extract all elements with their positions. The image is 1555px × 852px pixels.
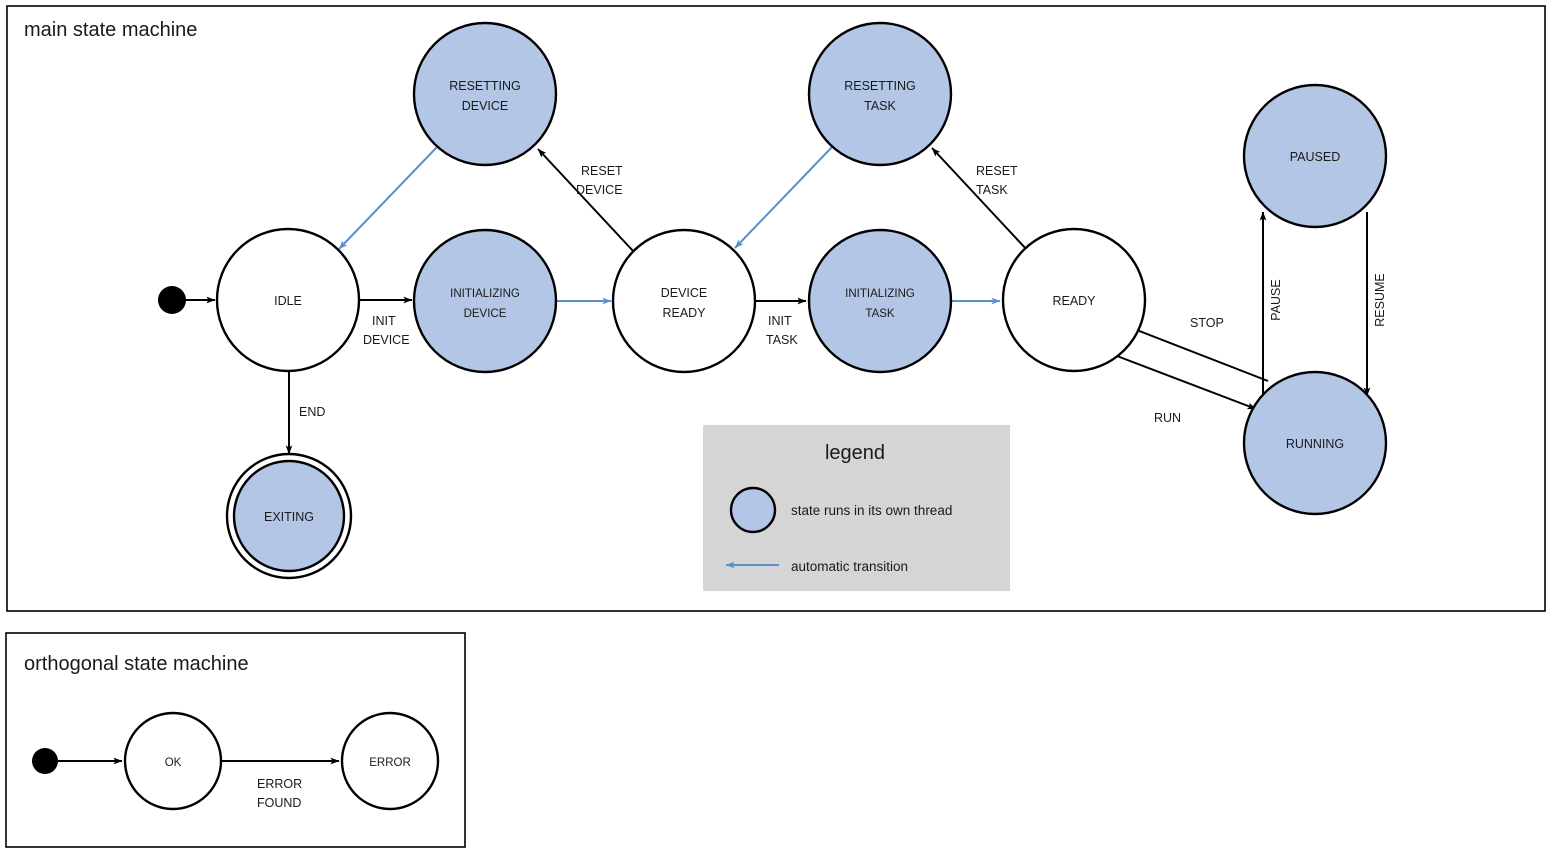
state-resetting-task-shape[interactable] — [807, 21, 953, 167]
orthogonal-state-machine-frame: orthogonal state machine OK ERROR FOUND … — [5, 632, 466, 848]
transition-resetting-device-idle — [338, 146, 438, 250]
state-device-ready-label-l1: DEVICE — [661, 286, 708, 300]
transition-resetting-task-initializing-task — [734, 146, 833, 249]
legend-item-auto-transition-label: automatic transition — [791, 559, 908, 574]
main-state-machine-frame: main state machine — [6, 5, 1546, 612]
legend: legend state runs in its own thread auto… — [703, 425, 1010, 591]
state-resetting-device[interactable]: RESETTING DEVICE — [412, 21, 558, 167]
state-ready-label: READY — [1052, 294, 1096, 308]
transition-label-run: RUN — [1154, 411, 1181, 425]
state-exiting-shape[interactable] — [232, 459, 346, 573]
transition-label-init-device-l2: DEVICE — [363, 333, 410, 347]
state-error-label: ERROR — [369, 757, 411, 769]
state-ready[interactable]: READY — [1001, 227, 1147, 373]
state-error[interactable]: ERROR — [340, 711, 440, 811]
state-exiting-outer-ring — [225, 452, 353, 580]
state-device-ready[interactable]: DEVICE READY — [611, 228, 757, 374]
state-paused[interactable]: PAUSED — [1242, 83, 1388, 229]
state-idle-label: IDLE — [274, 294, 302, 308]
state-exiting-label: EXITING — [264, 510, 314, 524]
transition-label-reset-task-l1: RESET — [976, 164, 1018, 178]
state-idle-shape[interactable] — [215, 227, 361, 373]
state-resetting-device-label-l2: DEVICE — [462, 99, 509, 113]
state-initializing-device-label-l1: INITIALIZING — [450, 288, 520, 300]
state-initializing-task[interactable]: INITIALIZING TASK — [807, 228, 953, 374]
transition-label-reset-device-l2: DEVICE — [576, 183, 623, 197]
state-resetting-task[interactable]: RESETTING TASK — [807, 21, 953, 167]
main-frame-border — [6, 5, 1546, 612]
state-ok[interactable]: OK — [123, 711, 223, 811]
legend-item-thread-state-label: state runs in its own thread — [791, 503, 952, 518]
state-initializing-device-label-l2: DEVICE — [464, 308, 507, 320]
state-error-shape[interactable] — [340, 711, 440, 811]
transition-label-end: END — [299, 405, 325, 419]
transition-label-resume: RESUME — [1373, 273, 1387, 326]
state-resetting-task-label-l2: TASK — [864, 99, 896, 113]
state-ready-shape[interactable] — [1001, 227, 1147, 373]
state-device-ready-label-l2: READY — [662, 306, 706, 320]
legend-title: legend — [825, 442, 885, 464]
state-running-shape[interactable] — [1242, 370, 1388, 516]
transition-label-init-task-l1: INIT — [768, 314, 792, 328]
state-resetting-device-label-l1: RESETTING — [449, 79, 521, 93]
transition-label-error-found-l1: ERROR — [257, 777, 302, 791]
initial-state-marker — [158, 286, 186, 314]
main-states: IDLE RESETTING DEVICE INITIALIZING DEVIC… — [158, 21, 1388, 580]
orthogonal-frame-border — [5, 632, 466, 848]
transition-label-init-task-l2: TASK — [766, 333, 798, 347]
main-frame-title: main state machine — [24, 19, 197, 41]
state-paused-shape[interactable] — [1242, 83, 1388, 229]
state-device-ready-shape[interactable] — [611, 228, 757, 374]
transition-ready-running — [1116, 355, 1257, 410]
transition-device-ready-resetting-device — [537, 148, 635, 253]
orthogonal-frame-title: orthogonal state machine — [24, 653, 249, 675]
state-initializing-device[interactable]: INITIALIZING DEVICE — [412, 228, 558, 374]
transition-label-pause: PAUSE — [1269, 279, 1283, 320]
transition-ready-resetting-task — [931, 147, 1029, 252]
transition-label-error-found-l2: FOUND — [257, 796, 301, 810]
state-running[interactable]: RUNNING — [1242, 370, 1388, 516]
state-initializing-task-label-l2: TASK — [865, 308, 895, 320]
transition-label-reset-device-l1: RESET — [581, 164, 623, 178]
state-initializing-task-label-l1: INITIALIZING — [845, 288, 915, 300]
orthogonal-initial-state-marker — [32, 748, 58, 774]
transition-label-stop: STOP — [1190, 316, 1224, 330]
state-exiting[interactable]: EXITING — [225, 452, 353, 580]
legend-thread-state-icon — [729, 486, 777, 534]
state-resetting-task-label-l1: RESETTING — [844, 79, 916, 93]
state-ok-label: OK — [165, 757, 182, 769]
state-paused-label: PAUSED — [1290, 150, 1340, 164]
state-running-label: RUNNING — [1286, 437, 1344, 451]
transition-label-reset-task-l2: TASK — [976, 183, 1008, 197]
state-resetting-device-shape[interactable] — [412, 21, 558, 167]
transition-label-init-device-l1: INIT — [372, 314, 396, 328]
state-initializing-device-shape[interactable] — [412, 228, 558, 374]
main-transitions: INIT DEVICE RESET DEVICE INIT TASK RESET… — [186, 146, 1387, 455]
transition-running-ready — [1128, 326, 1269, 382]
state-idle[interactable]: IDLE — [215, 227, 361, 373]
state-initializing-task-shape[interactable] — [807, 228, 953, 374]
